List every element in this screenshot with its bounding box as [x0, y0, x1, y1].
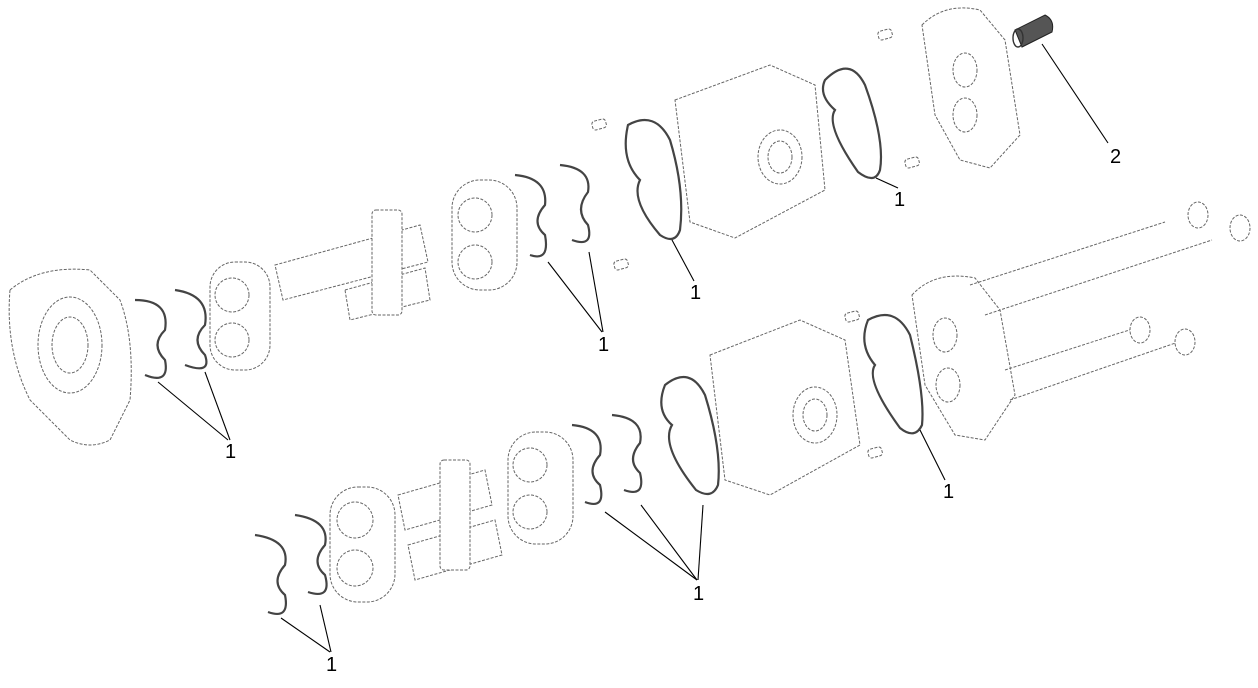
end-cover-lower-icon: [911, 275, 1016, 441]
wear-plate-lower-front-icon: [329, 486, 396, 603]
wear-plate-lower-rear-icon: [507, 431, 574, 545]
gear-set-lower-icon: [397, 459, 503, 581]
callout-2-coupling-sleeve: 2: [1110, 146, 1122, 168]
pump-body-lower-icon: [709, 319, 861, 496]
callout-1-rear-gasket-upper: 1: [894, 189, 906, 211]
callout-1-seals-front: 1: [225, 441, 237, 463]
callout-1-front-gasket-upper: 1: [690, 282, 702, 304]
wear-plate-front-icon: [209, 261, 271, 371]
tie-bolts-icon: [969, 201, 1251, 401]
end-cover-upper-icon: [921, 7, 1021, 169]
wear-plate-upper-icon: [451, 179, 518, 291]
leader-lines: [157, 43, 1109, 653]
pump-body-upper-icon: [674, 64, 826, 239]
front-flange-icon: [8, 268, 132, 446]
callout-1-seals-gasket-lower: 1: [693, 583, 705, 605]
callout-1-rear-gasket-lower: 1: [943, 481, 955, 503]
gear-set-upper-icon: [274, 209, 431, 321]
coupling-sleeve-icon: [1012, 14, 1054, 48]
callout-1-seals-upper: 1: [598, 334, 610, 356]
callout-1-seals-lower: 1: [326, 654, 338, 676]
